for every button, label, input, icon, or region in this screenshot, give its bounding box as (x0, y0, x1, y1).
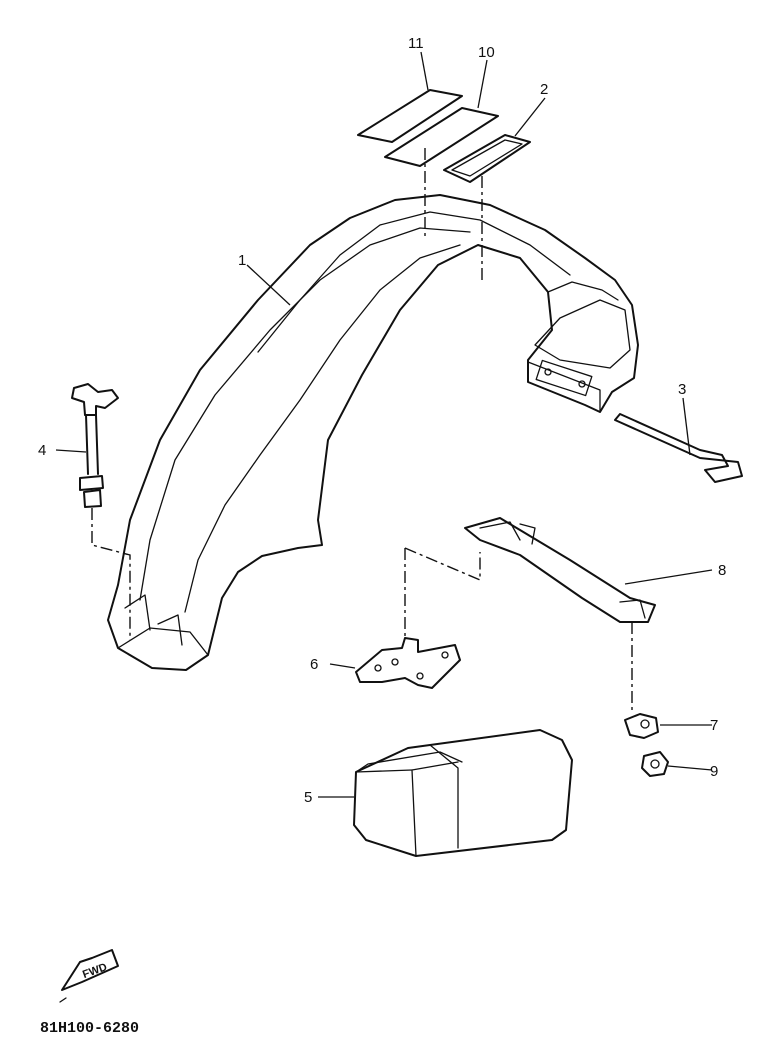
rear-fender (107, 194, 639, 671)
callout-5: 5 (304, 789, 312, 806)
strap-8 (464, 517, 656, 623)
diagram-code: 81H100-6280 (40, 1020, 139, 1037)
fwd-arrow-icon: FWD (59, 949, 119, 1003)
callout-8: 8 (718, 562, 726, 579)
callout-6: 6 (310, 656, 318, 673)
callout-labels: 11 10 2 1 3 4 8 6 7 9 5 (38, 35, 726, 806)
callout-9: 9 (710, 763, 718, 780)
fwd-badge-text: FWD (81, 961, 109, 981)
callout-7: 7 (710, 717, 718, 734)
callout-1: 1 (238, 252, 246, 269)
callout-3: 3 (678, 381, 686, 398)
nut-9 (641, 751, 669, 777)
alignment-lines (91, 148, 633, 712)
label-emblem-2 (443, 134, 531, 183)
battery-case-5 (353, 729, 573, 857)
callout-4: 4 (38, 442, 46, 459)
callout-10: 10 (478, 44, 495, 61)
callout-11: 11 (408, 35, 424, 52)
hook-rod-3 (614, 413, 743, 483)
label-sticker-10 (384, 107, 499, 167)
clip-7 (624, 713, 659, 739)
label-sticker-11 (357, 89, 463, 143)
callout-2: 2 (540, 81, 548, 98)
bracket-plate-6 (355, 637, 461, 689)
wing-bolt-4 (71, 383, 119, 508)
leader-lines (55, 51, 713, 798)
